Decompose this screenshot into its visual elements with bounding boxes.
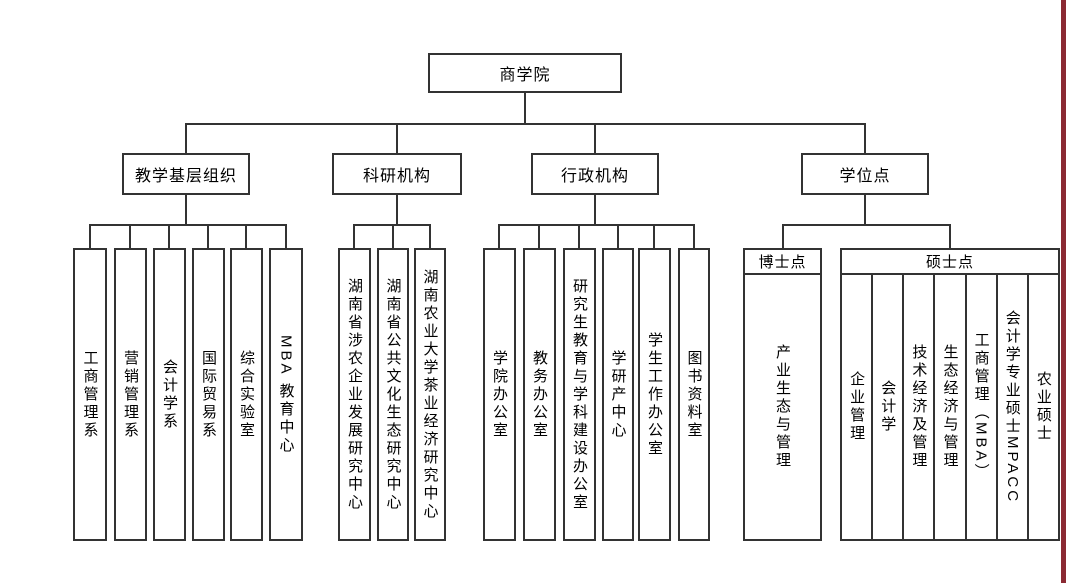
admin-office-library: 图书资料室 [678, 248, 710, 541]
masters-program-agriculture: 农业硕士 [1026, 275, 1058, 539]
admin-office-graduate-education: 研究生教育与学科建设办公室 [563, 248, 596, 541]
root-box-business-school: 商学院 [428, 53, 622, 93]
teaching-dept-accounting: 会计学系 [153, 248, 186, 541]
masters-program-mpacc: 会计学专业硕士MPACC [995, 275, 1027, 539]
admin-office-student-affairs: 学生工作办公室 [638, 248, 671, 541]
branch-administrative: 行政机构 [531, 153, 659, 195]
masters-program-accounting: 会计学 [871, 275, 903, 539]
teaching-dept-intl-trade: 国际贸易系 [192, 248, 225, 541]
teaching-dept-comprehensive-lab: 综合实验室 [230, 248, 263, 541]
admin-office-research-industry-center: 学研产中心 [602, 248, 634, 541]
branch-degree-points: 学位点 [801, 153, 929, 195]
doctoral-point-header: 博士点 [743, 248, 822, 275]
masters-programs-table: 企业管理 会计学 技术经济及管理 生态经济与管理 工商管理（MBA） 会计学专业… [840, 273, 1060, 541]
page-right-border [1061, 0, 1066, 583]
research-center-agri-enterprise: 湖南省涉农企业发展研究中心 [338, 248, 371, 541]
masters-program-tech-economy: 技术经济及管理 [902, 275, 934, 539]
teaching-dept-marketing: 营销管理系 [114, 248, 147, 541]
doctoral-program-industrial-ecology: 产业生态与管理 [743, 273, 822, 541]
research-center-public-culture: 湖南省公共文化生态研究中心 [377, 248, 409, 541]
admin-office-college: 学院办公室 [483, 248, 516, 541]
research-center-tea-economy: 湖南农业大学茶业经济研究中心 [414, 248, 446, 541]
branch-teaching-orgs: 教学基层组织 [122, 153, 250, 195]
admin-office-academic-affairs: 教务办公室 [523, 248, 556, 541]
masters-program-eco-economy: 生态经济与管理 [933, 275, 965, 539]
masters-point-header: 硕士点 [840, 248, 1060, 275]
masters-program-enterprise-mgmt: 企业管理 [842, 275, 872, 539]
teaching-dept-business-admin: 工商管理系 [73, 248, 107, 541]
branch-research-institutions: 科研机构 [332, 153, 462, 195]
teaching-dept-mba-center: MBA 教育中心 [269, 248, 303, 541]
masters-program-mba: 工商管理（MBA） [964, 275, 996, 539]
